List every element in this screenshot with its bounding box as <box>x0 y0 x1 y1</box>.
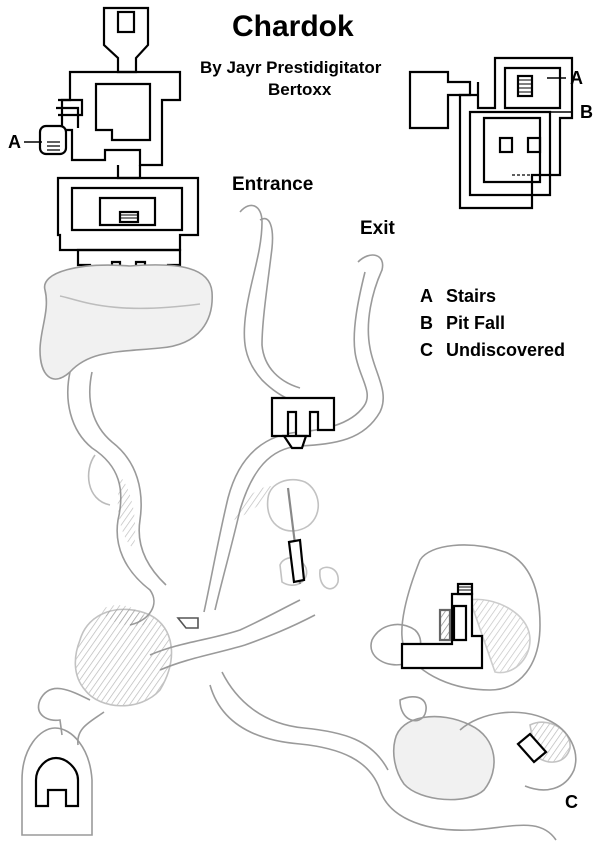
map-credit: Bertoxx <box>268 80 332 99</box>
callout-pitfall-inset: B <box>580 102 593 122</box>
cave-system <box>21 204 577 841</box>
legend-key: C <box>420 340 433 360</box>
exit-label: Exit <box>360 218 395 239</box>
cave-shading <box>100 476 272 626</box>
legend-text: Pit Fall <box>446 313 506 333</box>
right-structure <box>400 582 548 764</box>
legend-item: C Undiscovered <box>420 340 565 361</box>
legend-text: Undiscovered <box>446 340 566 360</box>
legend-key: A <box>420 286 433 306</box>
callout-stairs-inset: A <box>570 68 583 88</box>
legend-text: Stairs <box>446 286 497 306</box>
legend-item: B Pit Fall <box>420 313 505 334</box>
map-author: By Jayr Prestidigitator <box>200 58 382 77</box>
callout-stairs-left: A <box>8 132 21 152</box>
inset-map <box>408 56 574 210</box>
callout-undiscovered: C <box>565 792 578 812</box>
legend-key: B <box>420 313 433 333</box>
legend-item: A Stairs <box>420 286 496 307</box>
bottom-left-structure <box>34 756 80 808</box>
map-title: Chardok <box>232 10 354 43</box>
central-structure <box>270 396 336 584</box>
entrance-label: Entrance <box>232 174 314 195</box>
